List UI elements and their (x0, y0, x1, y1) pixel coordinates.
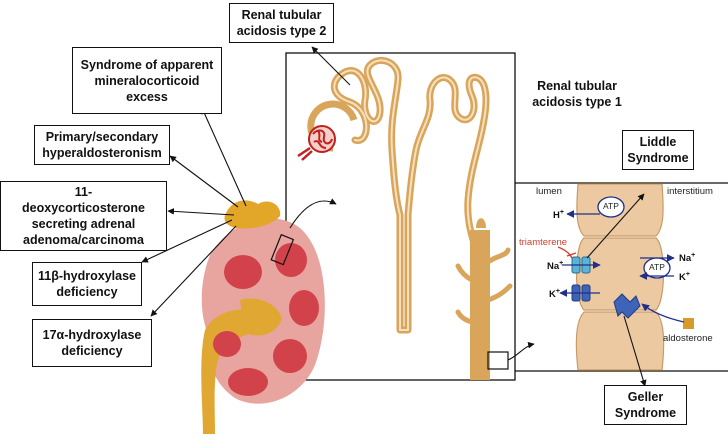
adrenal-gland (224, 200, 281, 229)
kidney-zoom-box (270, 233, 295, 266)
na-lumen-symbol: Na (547, 261, 560, 273)
kidney (201, 218, 325, 434)
liddle-line-1: Liddle (639, 135, 677, 149)
geller-line-2: Syndrome (614, 406, 677, 420)
aldosterone-molecule (683, 318, 694, 329)
interstitium-label: interstitium (667, 186, 713, 197)
hydrox11-line-1: 11β-hydroxylase (38, 269, 136, 283)
hydrox17-line-2: deficiency (61, 344, 123, 358)
geller-line-1: Geller (627, 390, 664, 404)
label-rta-type-1: Renal tubular acidosis type 1 (522, 78, 632, 110)
pyramid-3 (289, 290, 319, 326)
leader-lines (141, 46, 647, 387)
callout-11b-hydroxylase: 11β-hydroxylase deficiency (32, 262, 142, 306)
aldosterone-binding-arrow (641, 303, 685, 323)
k-inter-charge: + (685, 271, 690, 278)
pyramid-4 (273, 339, 307, 373)
ame-line-1: Syndrome of apparent (80, 57, 214, 72)
k-lumen-charge: + (555, 288, 560, 295)
rta1-line-1: Renal tubular (537, 79, 617, 93)
na-lumen-charge: + (559, 260, 564, 267)
ame-line-2: mineralocorticoid (94, 73, 200, 88)
h-ion-charge: + (559, 209, 564, 216)
doc-line-3: secreting adrenal (31, 217, 136, 231)
collecting-duct-zoom-box (487, 351, 509, 370)
na-ion-lumen-label: Na+ (547, 260, 563, 272)
na-ion-interstitium-label: Na+ (679, 252, 695, 264)
liddle-line-2: Syndrome (627, 151, 689, 165)
k-ion-interstitium-label: K+ (679, 271, 690, 283)
h-ion-label: H+ (553, 209, 564, 221)
pyramid-6 (213, 331, 241, 357)
callout-doc-adenoma: 11- deoxycorticosterone secreting adrenal a… (0, 181, 167, 251)
mineralocorticoid-receptor (613, 293, 641, 319)
atp-pump-top (597, 196, 625, 218)
collecting-duct (455, 218, 513, 380)
atp-label-basolateral: ATP (649, 262, 665, 272)
hyperaldo-line-1: Primary/secondary (45, 130, 159, 144)
callout-hyperaldosteronism: Primary/secondary hyperaldosteronism (34, 125, 170, 165)
pyramid-5 (228, 368, 268, 396)
triamterene-label: triamterene (519, 237, 568, 248)
ame-line-3: excess (126, 89, 168, 104)
triamterene-inhibition (557, 246, 577, 259)
hydrox17-line-1: 17α-hydroxylase (42, 328, 142, 342)
doc-line-4: adenoma/carcinoma (23, 233, 144, 247)
k-lumen-symbol: K (549, 289, 556, 301)
hydrox11-line-2: deficiency (56, 285, 118, 299)
nephron-tubule (330, 57, 490, 334)
k-inter-symbol: K (679, 272, 686, 284)
doc-line-1: 11- (74, 185, 93, 199)
na-inter-symbol: Na (679, 253, 692, 265)
rta2-line-1: Renal tubular (241, 8, 322, 22)
aldosterone-label: aldosterone (663, 333, 713, 344)
doc-line-2: deoxycorticosterone (22, 201, 145, 215)
pyramid-2 (275, 243, 307, 277)
hyperaldo-line-2: hyperaldosteronism (42, 146, 162, 160)
na-inter-charge: + (691, 252, 696, 259)
rta1-line-2: acidosis type 1 (532, 95, 622, 109)
pyramid-1 (224, 255, 262, 289)
atp-label-top: ATP (603, 201, 619, 211)
glomerulus (297, 100, 358, 161)
callout-rta-type-2: Renal tubular acidosis type 2 (229, 3, 334, 43)
lumen-label: lumen (536, 186, 562, 197)
h-ion-symbol: H (553, 210, 560, 222)
rta2-line-2: acidosis type 2 (236, 24, 327, 38)
callout-17a-hydroxylase: 17α-hydroxylase deficiency (32, 319, 152, 367)
k-ion-lumen-label: K+ (549, 288, 560, 300)
